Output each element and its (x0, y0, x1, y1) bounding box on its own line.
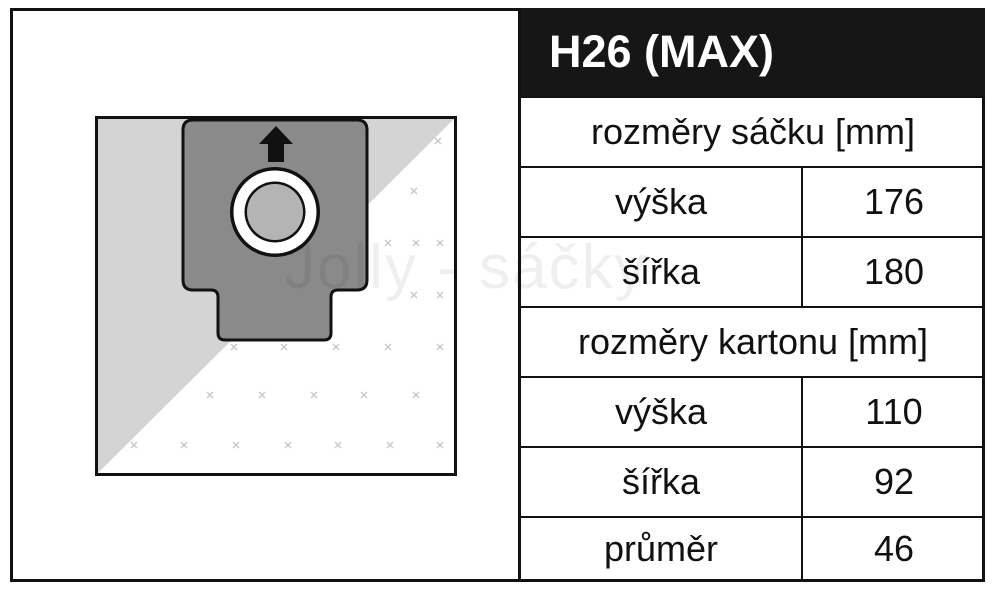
table-row: šířka 180 (521, 236, 985, 306)
carton-width-value: 92 (801, 448, 985, 516)
carton-dimensions-heading-text: rozměry kartonu [mm] (577, 321, 929, 362)
table-row: výška 110 (521, 376, 985, 446)
bag-dimensions-heading: rozměry sáčku [mm] (521, 96, 985, 166)
bag-width-label: šířka (621, 251, 700, 292)
page-title: H26 (MAX) (521, 8, 985, 96)
pattern-dots (130, 137, 444, 449)
arrow-up-icon (259, 126, 293, 162)
bag-dimensions-heading-text: rozměry sáčku [mm] (590, 111, 916, 152)
table-row: šířka 92 (521, 446, 985, 516)
carton-height-value: 110 (801, 378, 985, 446)
carton-width-label: šířka (621, 461, 700, 502)
bag-height-label: výška (614, 181, 708, 222)
vacuum-bag-icon (95, 116, 457, 476)
carton-diameter-value: 46 (801, 518, 985, 579)
bag-width-value: 180 (801, 238, 985, 306)
watermark: Jolly - sáčky (284, 233, 648, 302)
bag-height-value: 176 (801, 168, 985, 236)
carton-diameter-label: průměr (603, 527, 719, 569)
table-row: výška 176 (521, 166, 985, 236)
sheet-frame (10, 8, 985, 582)
carton-height-label: výška (614, 391, 708, 432)
table-row: průměr 46 (521, 516, 985, 579)
carton-dimensions-heading: rozměry kartonu [mm] (521, 306, 985, 376)
dimensions-table: H26 (MAX) rozměry sáčku [mm] výška 176 š… (518, 8, 985, 582)
